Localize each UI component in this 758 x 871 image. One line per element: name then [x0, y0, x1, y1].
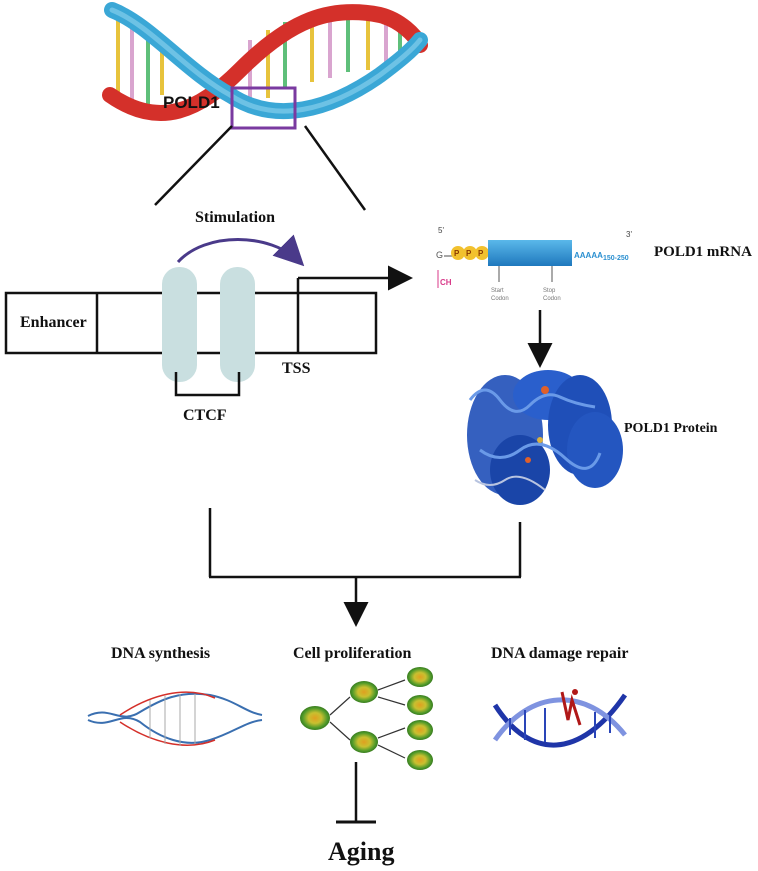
- cap-p-3: [475, 246, 489, 260]
- cap-p-2: [463, 246, 477, 260]
- zoom-line-left: [154, 125, 233, 206]
- svg-text:P: P: [466, 249, 472, 258]
- svg-text:Stop: Stop: [543, 288, 556, 294]
- ctcf-bracket: [174, 372, 241, 397]
- svg-text:3': 3': [626, 230, 632, 239]
- dna-damage-repair-icon: [492, 689, 628, 748]
- svg-text:5': 5': [438, 226, 444, 235]
- mrna-coding-region: [488, 240, 572, 266]
- cell-division-icon: [300, 667, 433, 770]
- dna-damage-repair-label: DNA damage repair: [491, 645, 628, 662]
- mrna-title: POLD1 mRNA: [654, 244, 752, 260]
- ctcf-icon: [162, 267, 255, 382]
- svg-text:G: G: [436, 250, 443, 260]
- dna-helix-icon: [102, 2, 428, 121]
- ctcf-label: CTCF: [183, 407, 227, 424]
- aging-label: Aging: [328, 837, 394, 866]
- dna-replication-icon: [87, 691, 263, 746]
- enhancer-label: Enhancer: [20, 314, 87, 331]
- gene-highlight-box: [230, 86, 297, 130]
- cell-proliferation-label: Cell proliferation: [293, 645, 411, 662]
- svg-text:P: P: [454, 249, 460, 258]
- cap-p-1: [451, 246, 465, 260]
- svg-text:Codon: Codon: [543, 296, 561, 302]
- tss-label: TSS: [282, 360, 311, 377]
- mrna-schematic: 5' 3' G P P P AAAAA 150-250 CH Start Cod…: [436, 226, 632, 302]
- svg-text:150-250: 150-250: [603, 255, 629, 262]
- protein-label: POLD1 Protein: [624, 421, 718, 436]
- protein-structure-icon: [467, 370, 623, 505]
- dna-synthesis-label: DNA synthesis: [111, 645, 210, 662]
- zoom-line-right: [303, 125, 367, 211]
- stimulation-label: Stimulation: [195, 209, 275, 226]
- svg-text:Start: Start: [491, 288, 504, 294]
- svg-text:CH: CH: [440, 278, 452, 287]
- svg-text:Codon: Codon: [491, 296, 509, 302]
- gene-label: POLD1: [163, 93, 220, 112]
- svg-text:AAAAA: AAAAA: [574, 251, 603, 260]
- svg-text:P: P: [478, 249, 484, 258]
- stimulation-arrow: [176, 234, 305, 267]
